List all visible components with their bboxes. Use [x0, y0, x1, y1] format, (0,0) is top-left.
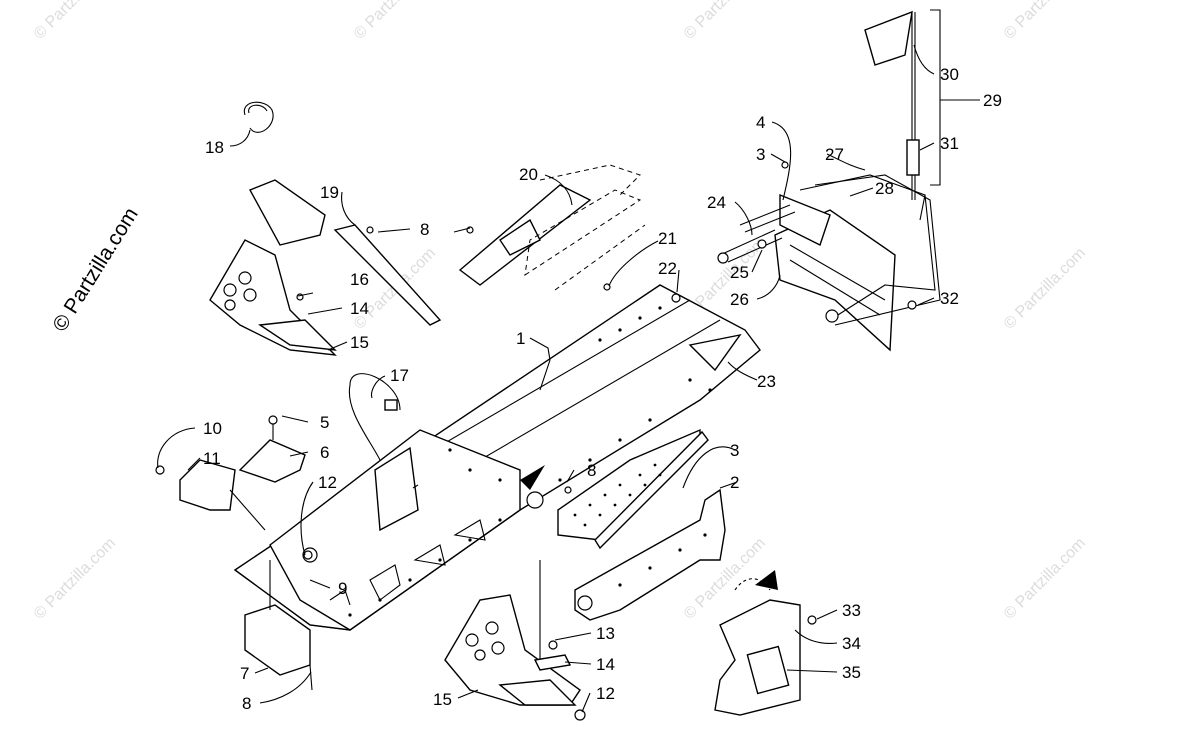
fasteners	[296, 161, 917, 721]
rivet-holes	[348, 306, 712, 617]
watermark: © Partzilla.com	[31, 535, 119, 623]
support-arm	[249, 179, 442, 326]
callout-22: 22	[658, 259, 677, 278]
watermark: © Partzilla.com	[1001, 245, 1089, 333]
callout-32: 32	[940, 289, 959, 308]
callout-33: 33	[842, 601, 861, 620]
running-board	[539, 428, 709, 700]
callout-14: 14	[350, 299, 369, 318]
callout-24: 24	[707, 193, 726, 212]
watermark: © Partzilla.com	[31, 0, 119, 43]
callout-17: 17	[390, 366, 409, 385]
callout-30: 30	[940, 65, 959, 84]
mount-bracket	[238, 415, 306, 483]
watermark: © Partzilla.com	[1001, 0, 1089, 43]
callout-20: 20	[519, 165, 538, 184]
callout-23: 23	[757, 372, 776, 391]
cable	[348, 373, 401, 461]
leader-lines	[157, 44, 980, 713]
callout-3: 3	[730, 441, 739, 460]
arrow-marker	[520, 465, 545, 490]
callout-16: 16	[350, 270, 369, 289]
callout-15: 15	[433, 690, 452, 709]
callout-5: 5	[320, 413, 329, 432]
watermark: © Partzilla.com	[681, 0, 769, 43]
callout-12: 12	[318, 473, 337, 492]
callout-13: 13	[596, 624, 615, 643]
watermark: © Partzilla.com	[351, 0, 439, 43]
callout-21: 21	[658, 229, 677, 248]
callouts: 1 2 3 3 4 5 6 7 8 8 8 9 10 11 12 12 13 1…	[203, 65, 1002, 713]
callout-8: 8	[242, 694, 251, 713]
lower-skid-plate	[444, 594, 581, 706]
callout-8: 8	[587, 461, 596, 480]
callout-26: 26	[730, 290, 749, 309]
callout-34: 34	[842, 634, 861, 653]
callout-6: 6	[320, 443, 329, 462]
watermark: © Partzilla.com	[1001, 535, 1089, 623]
upper-skid-plate	[209, 239, 337, 356]
arrow-marker	[755, 570, 778, 590]
side-cover	[714, 570, 801, 716]
front-bracket	[244, 560, 313, 691]
rear-bumper-assembly	[717, 174, 941, 352]
callout-4: 4	[756, 113, 765, 132]
callout-7: 7	[240, 664, 249, 683]
callout-12: 12	[596, 684, 615, 703]
side-rail	[574, 488, 726, 621]
callout-15: 15	[350, 333, 369, 352]
tunnel-chassis	[233, 284, 761, 631]
traction-dots	[573, 463, 662, 527]
callout-11: 11	[203, 449, 221, 468]
callout-28: 28	[875, 179, 894, 198]
callout-8: 8	[420, 220, 429, 239]
callout-25: 25	[730, 263, 749, 282]
callout-35: 35	[842, 663, 861, 682]
callout-9: 9	[338, 579, 347, 598]
callout-19: 19	[320, 183, 339, 202]
callout-10: 10	[203, 419, 222, 438]
control-module	[155, 459, 266, 531]
callout-1: 1	[516, 329, 525, 348]
seat-bracket	[458, 164, 646, 291]
callout-31: 31	[940, 134, 959, 153]
callout-27: 27	[825, 145, 844, 164]
hose-clamp	[243, 101, 274, 133]
callout-18: 18	[205, 138, 224, 157]
callout-29: 29	[983, 91, 1002, 110]
safety-flag	[864, 9, 941, 200]
callout-2: 2	[730, 473, 739, 492]
callout-14: 14	[596, 655, 615, 674]
callout-3: 3	[756, 145, 765, 164]
